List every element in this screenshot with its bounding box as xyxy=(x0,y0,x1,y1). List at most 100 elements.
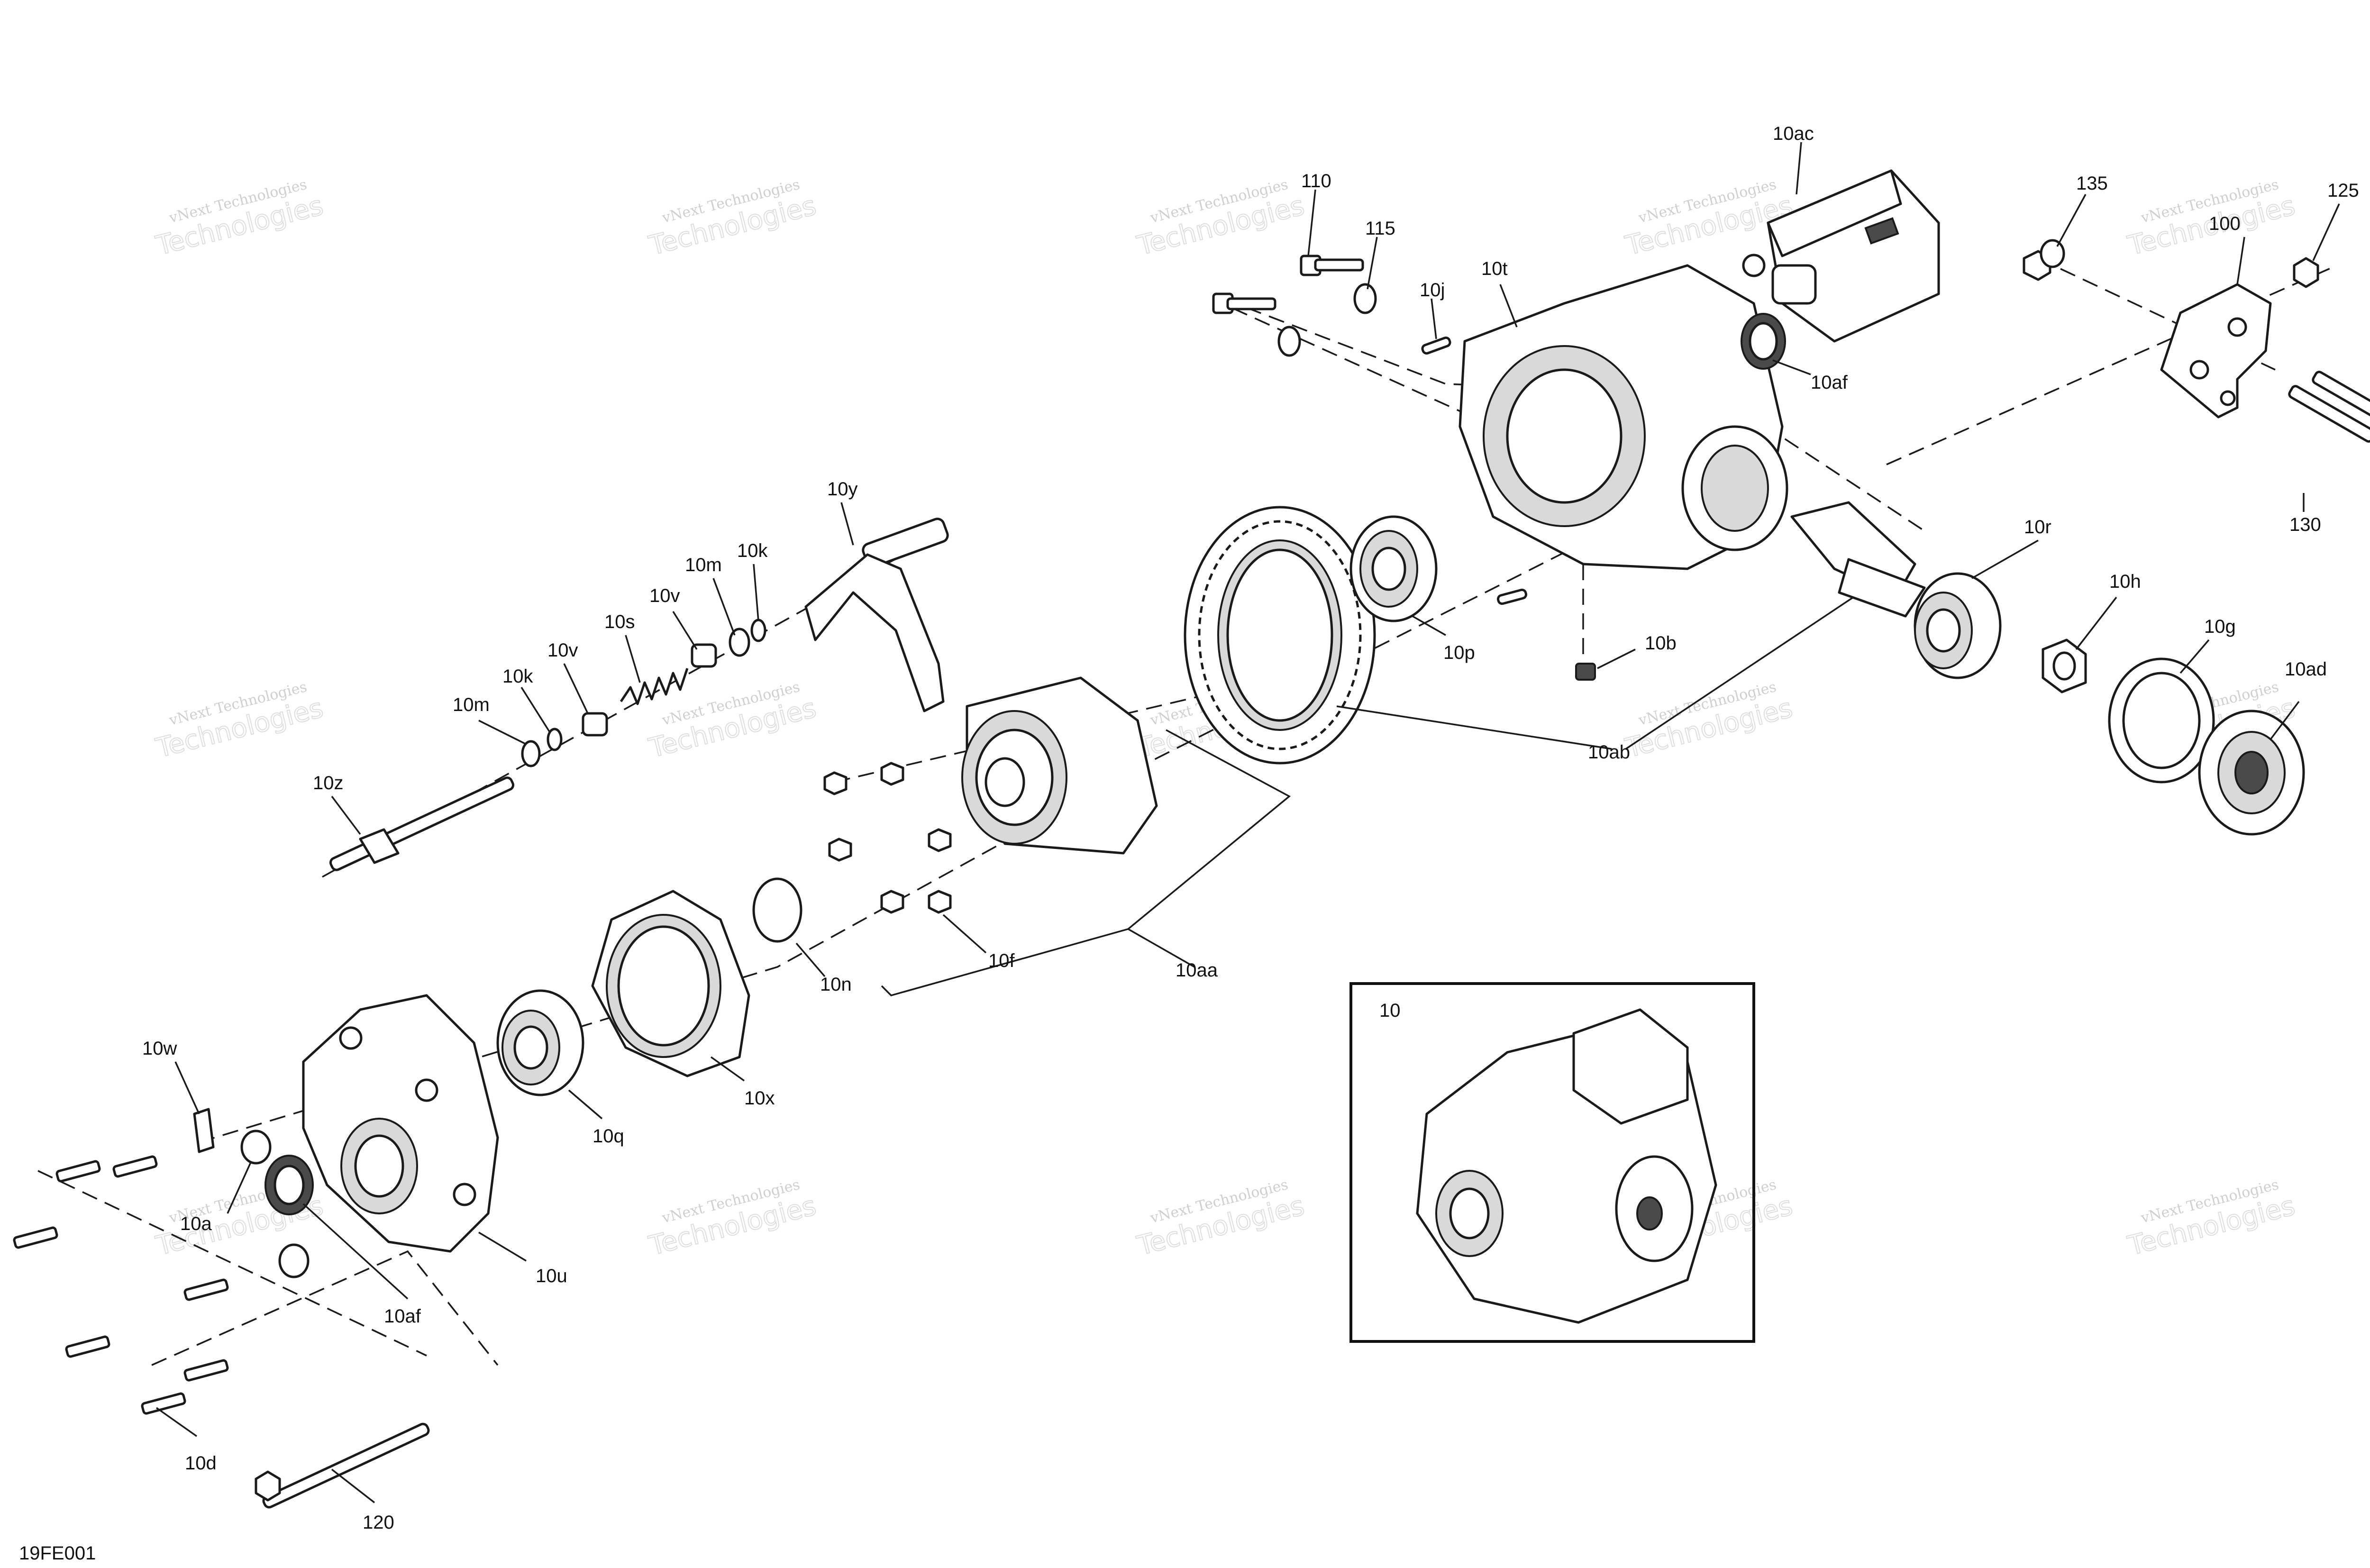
callout-10r: 10r xyxy=(2024,517,2051,538)
callout-10m-b: 10m xyxy=(453,694,490,715)
callout-10v-a: 10v xyxy=(649,585,680,606)
leader-lines xyxy=(155,142,2340,1504)
bolt-axis-low xyxy=(151,1250,499,1366)
watermark: vNext Technologies Technologies xyxy=(1622,176,1796,262)
callout-100: 100 xyxy=(2209,213,2241,234)
part-10af-seal-top xyxy=(1741,313,1786,370)
callout-10t: 10t xyxy=(1481,258,1508,279)
callout-10k-b: 10k xyxy=(502,666,533,687)
watermark: vNext Technologies Technologies xyxy=(1133,176,1308,262)
callout-10ac: 10ac xyxy=(1773,123,1814,144)
callout-120: 120 xyxy=(363,1512,394,1533)
part-10x-cover xyxy=(591,890,750,1077)
callout-10s: 10s xyxy=(604,611,635,632)
callout-10f: 10f xyxy=(988,950,1015,971)
watermark: vNext Technologies Technologies xyxy=(152,176,327,262)
part-10q-bearing xyxy=(496,989,584,1096)
watermark: vNext Technologies Technologies xyxy=(1622,679,1796,765)
part-10a-bushing xyxy=(240,1130,272,1165)
part-10af-seal-bottom xyxy=(264,1155,314,1215)
watermark: vNext Technologies Technologies xyxy=(645,176,820,262)
part-10f-bolts xyxy=(823,762,952,914)
part-10v-collar-a xyxy=(691,643,717,668)
inset-label: 10 xyxy=(1379,1000,1401,1021)
callout-10h: 10h xyxy=(2109,571,2141,592)
callout-10aa: 10aa xyxy=(1176,960,1218,981)
callout-10a: 10a xyxy=(180,1213,212,1234)
part-10t-main-housing xyxy=(1458,264,1788,570)
part-10m-ring-a xyxy=(729,628,750,657)
part-washer-upper-left xyxy=(1277,326,1301,357)
part-10d-bolts xyxy=(13,1155,229,1415)
part-10s-spring xyxy=(620,668,689,705)
watermark: vNext Technologies Technologies xyxy=(1133,1176,1308,1262)
callout-10p: 10p xyxy=(1443,642,1475,663)
part-10p-pin xyxy=(1496,588,1528,605)
part-pinion-shaft xyxy=(1790,501,1926,618)
part-10k-clip-a xyxy=(750,619,766,642)
part-bearing-upper xyxy=(1349,515,1438,622)
callout-10z: 10z xyxy=(313,773,344,793)
part-10aa-differential xyxy=(961,676,1158,855)
part-10z-shift-rod xyxy=(329,776,515,871)
part-130-bolts xyxy=(2288,371,2370,443)
bolt-axis-left xyxy=(37,1170,427,1357)
watermark: vNext Technologies Technologies xyxy=(645,1176,820,1262)
part-10v-collar-b xyxy=(582,712,608,737)
part-120-long-bolt xyxy=(255,1422,430,1509)
part-10j-pin xyxy=(1421,337,1451,355)
callout-115: 115 xyxy=(1365,218,1395,239)
part-10w-breather xyxy=(193,1108,215,1153)
callout-10q: 10q xyxy=(592,1126,624,1147)
watermark: vNext Technologies Technologies xyxy=(152,679,327,765)
part-10y-shift-fork xyxy=(804,518,949,712)
callout-10af-bottom: 10af xyxy=(384,1306,421,1327)
callout-10ad: 10ad xyxy=(2285,659,2327,680)
part-10n-oring xyxy=(752,877,802,943)
callout-10b: 10b xyxy=(1645,633,1677,654)
callout-125: 125 xyxy=(2327,180,2359,201)
callout-10u: 10u xyxy=(536,1266,567,1286)
part-115-washer xyxy=(1353,283,1377,314)
figure-code: 19FE001 xyxy=(19,1543,96,1564)
inset-assembled-view: 10 xyxy=(1349,982,1755,1343)
bolt-axis-top xyxy=(1232,307,1484,423)
callout-10v-b: 10v xyxy=(547,640,578,661)
part-10u-side-cover xyxy=(302,994,499,1253)
callout-10g: 10g xyxy=(2204,616,2236,637)
part-125-nut xyxy=(2293,257,2319,288)
main-axis xyxy=(199,516,1636,1143)
callout-10k-a: 10k xyxy=(737,540,768,561)
part-10k-clip-b xyxy=(547,728,563,751)
callout-10n: 10n xyxy=(820,974,852,995)
part-10h-nut xyxy=(2042,638,2087,693)
callout-10x: 10x xyxy=(744,1088,775,1109)
callout-110: 110 xyxy=(1301,171,1331,191)
part-100-bracket xyxy=(2160,283,2272,419)
part-10ad-seal xyxy=(2198,710,2305,836)
watermark: vNext Technologies Technologies xyxy=(2124,1176,2298,1262)
bracket-axis xyxy=(1886,264,2337,465)
part-110-bolt xyxy=(1300,255,1364,276)
callout-10y: 10y xyxy=(827,479,858,500)
callout-10ab: 10ab xyxy=(1588,742,1630,763)
callout-130: 130 xyxy=(2289,514,2321,535)
part-bushing-low xyxy=(278,1243,310,1278)
callout-10m-a: 10m xyxy=(685,555,722,575)
bracket-axis-2 xyxy=(2038,257,2276,371)
part-10m-ring-b xyxy=(521,740,541,767)
part-bolt-upper-left xyxy=(1212,292,1276,314)
part-10b-plug xyxy=(1575,663,1596,681)
part-10r-bearing xyxy=(1914,572,2002,679)
part-135-nut xyxy=(2023,239,2065,281)
callout-135: 135 xyxy=(2076,173,2108,194)
callout-10af-top: 10af xyxy=(1811,372,1848,393)
callout-labels: 10ac 110 115 10j 10t 10af 135 125 100 13… xyxy=(142,123,2359,1533)
part-10g-ring xyxy=(2108,657,2215,784)
part-10ab-ring-gear xyxy=(1184,506,1376,765)
part-10ac-actuator xyxy=(1742,169,1940,343)
callout-10d: 10d xyxy=(185,1453,217,1474)
callout-10w: 10w xyxy=(142,1038,177,1059)
callout-10j: 10j xyxy=(1420,280,1445,301)
